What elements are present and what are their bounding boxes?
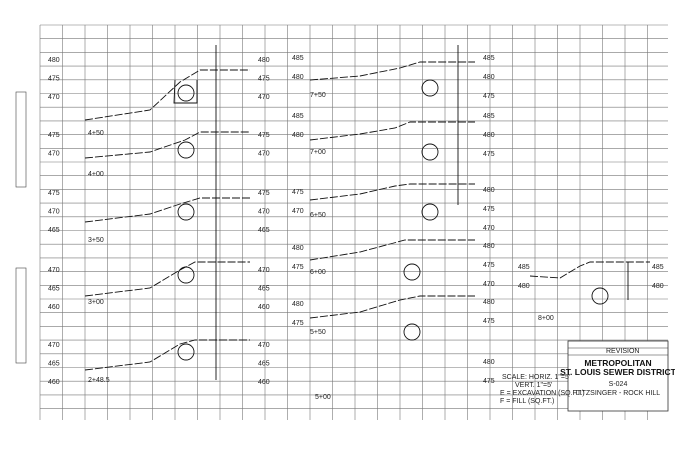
elevation-label: 470	[258, 267, 270, 274]
station-label: 5+00	[315, 394, 331, 401]
elevation-label: 470	[258, 151, 270, 158]
profile-3+00	[84, 261, 250, 297]
elevation-label: 475	[48, 190, 60, 197]
elevation-label: 470	[48, 342, 60, 349]
excavation-note: E = EXCAVATION (SQ.FT.)	[500, 390, 585, 397]
elevation-label: 465	[48, 361, 60, 368]
elevation-label: 475	[483, 318, 495, 325]
elevation-label: 460	[48, 379, 60, 386]
elevation-label: 485	[292, 113, 304, 120]
elevation-label: 470	[48, 151, 60, 158]
revision-header: REVISION	[606, 348, 639, 355]
elevation-label: 470	[483, 281, 495, 288]
elevation-label: 475	[258, 190, 270, 197]
elevation-label: 465	[258, 361, 270, 368]
station-label: 2+48.5	[88, 377, 110, 384]
elevation-label: 475	[483, 151, 495, 158]
station-label: 7+50	[310, 92, 326, 99]
elevation-label: 485	[652, 264, 664, 271]
scale-notes: SCALE: HORIZ. 1"=5' VERT. 1"=5' E = EXCA…	[500, 374, 585, 405]
station-label: 6+50	[310, 212, 326, 219]
station-label: 3+50	[88, 237, 104, 244]
elevation-label: 465	[48, 286, 60, 293]
elevation-label: 485	[292, 55, 304, 62]
elevation-label: 470	[258, 209, 270, 216]
title-block: REVISION METROPOLITAN ST. LOUIS SEWER DI…	[560, 340, 675, 412]
elevation-label: 470	[48, 209, 60, 216]
ground-profiles	[84, 61, 650, 371]
drawing-number: S-024	[609, 381, 628, 388]
fill-note: F = FILL (SQ.FT.)	[500, 398, 554, 405]
station-label: 3+00	[88, 299, 104, 306]
elevation-label: 475	[483, 206, 495, 213]
elevation-label: 480	[483, 132, 495, 139]
elevation-label: 475	[292, 264, 304, 271]
elevation-label: 465	[258, 286, 270, 293]
elevation-label: 470	[258, 342, 270, 349]
elevation-label: 460	[48, 304, 60, 311]
elevation-label: 475	[48, 76, 60, 83]
org-line2: ST. LOUIS SEWER DISTRICT	[560, 367, 675, 377]
profile-6+50	[309, 183, 475, 201]
elevation-label: 480	[48, 57, 60, 64]
elevation-label: 480	[292, 132, 304, 139]
elevation-label: 485	[483, 113, 495, 120]
elevation-label: 480	[292, 245, 304, 252]
elevation-label: 460	[258, 304, 270, 311]
grid	[39, 24, 668, 420]
station-label: 5+50	[310, 329, 326, 336]
elevation-label: 475	[483, 93, 495, 100]
profile-4+00	[84, 131, 250, 159]
profile-7+00	[309, 121, 475, 141]
elevation-label: 475	[483, 378, 495, 385]
station-label: 4+00	[88, 171, 104, 178]
elevation-label: 470	[48, 94, 60, 101]
elevation-label: 480	[292, 74, 304, 81]
elevation-label: 480	[292, 301, 304, 308]
station-label: 7+00	[310, 149, 326, 156]
station-label: 6+00	[310, 269, 326, 276]
elevation-label: 475	[483, 262, 495, 269]
elevation-label: 475	[48, 132, 60, 139]
profile-7+50	[309, 61, 475, 81]
elevation-label: 470	[483, 225, 495, 232]
profile-5+50	[309, 295, 475, 319]
elevation-label: 470	[48, 267, 60, 274]
elevation-label: 480	[518, 283, 530, 290]
pipes	[173, 79, 609, 361]
elevation-label: 475	[258, 132, 270, 139]
elevation-label: 480	[483, 359, 495, 366]
elevation-label: 460	[258, 379, 270, 386]
scale-vertical: VERT. 1"=5'	[515, 382, 552, 389]
profile-6+00	[309, 239, 475, 261]
elevation-label: 470	[258, 94, 270, 101]
scale-horizontal: SCALE: HORIZ. 1"=5'	[502, 374, 570, 381]
elevation-label: 465	[258, 227, 270, 234]
elevation-label: 470	[292, 208, 304, 215]
profile-3+50	[84, 197, 250, 223]
elevation-label: 475	[292, 189, 304, 196]
elevation-label: 485	[518, 264, 530, 271]
elevation-label: 480	[483, 187, 495, 194]
project-name: LITZSINGER - ROCK HILL	[576, 390, 661, 397]
elevation-label: 480	[652, 283, 664, 290]
station-label: 8+00	[538, 315, 554, 322]
centerlines	[215, 45, 629, 380]
elevation-label: 480	[258, 57, 270, 64]
elevation-label: 475	[258, 76, 270, 83]
profile-4+50	[84, 69, 250, 121]
profile-2+48.5	[84, 339, 250, 371]
elevation-label: 465	[48, 227, 60, 234]
elevation-label: 480	[483, 243, 495, 250]
profile-8+00	[529, 261, 650, 279]
elevation-label: 485	[483, 55, 495, 62]
elevation-label: 480	[483, 299, 495, 306]
elevation-label: 480	[483, 74, 495, 81]
left-margin-strip	[15, 91, 27, 364]
station-label: 4+50	[88, 130, 104, 137]
org-line1: METROPOLITAN	[584, 358, 651, 368]
elevation-label: 475	[292, 320, 304, 327]
